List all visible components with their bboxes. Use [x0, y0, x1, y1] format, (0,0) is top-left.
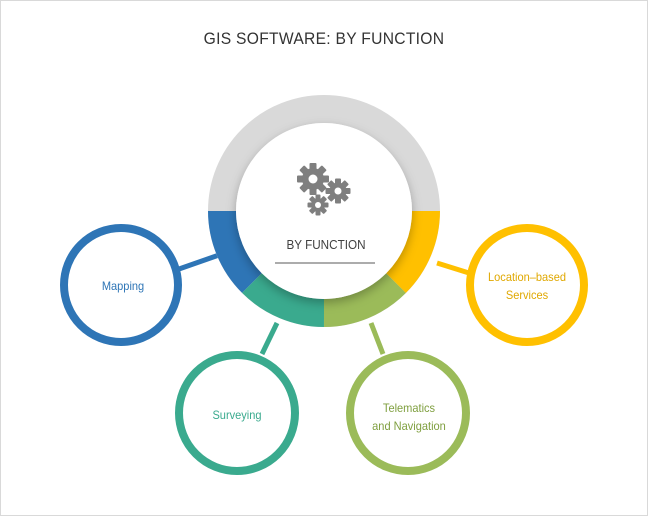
connector-mapping: [178, 252, 220, 272]
ring-segment-location: [385, 210, 440, 293]
node-circle-telematics: [346, 351, 470, 475]
ring-segment-mapping: [208, 210, 263, 293]
node-label-telematics: Telematics and Navigation: [357, 399, 460, 435]
connector-telematics: [368, 322, 386, 355]
node-label-telematics-line-2: and Navigation: [372, 419, 446, 433]
diagram-title: GIS SOFTWARE: BY FUNCTION: [203, 29, 445, 48]
node-circle-mapping: [60, 224, 182, 346]
connector-surveying: [259, 321, 280, 356]
ring-segment-surveying: [242, 272, 325, 327]
node-label-mapping-line-1: Mapping: [101, 279, 145, 293]
node-label-location: Location–based Services: [472, 268, 582, 304]
node-label-mapping: Mapping: [77, 277, 169, 295]
node-label-surveying-line-1: Surveying: [212, 408, 262, 422]
connector-location: [436, 260, 470, 276]
ring-segment-telematics: [323, 272, 406, 327]
gears-icon: [297, 163, 351, 216]
node-label-telematics-line-1: Telematics: [382, 401, 436, 415]
node-circle-location: [466, 224, 588, 346]
node-label-surveying: Surveying: [191, 406, 283, 424]
node-circle-surveying: [175, 351, 299, 475]
node-label-location-line-2: Services: [505, 288, 549, 302]
node-label-location-line-1: Location–based: [488, 270, 566, 284]
center-label: BY FUNCTION: [286, 237, 366, 252]
